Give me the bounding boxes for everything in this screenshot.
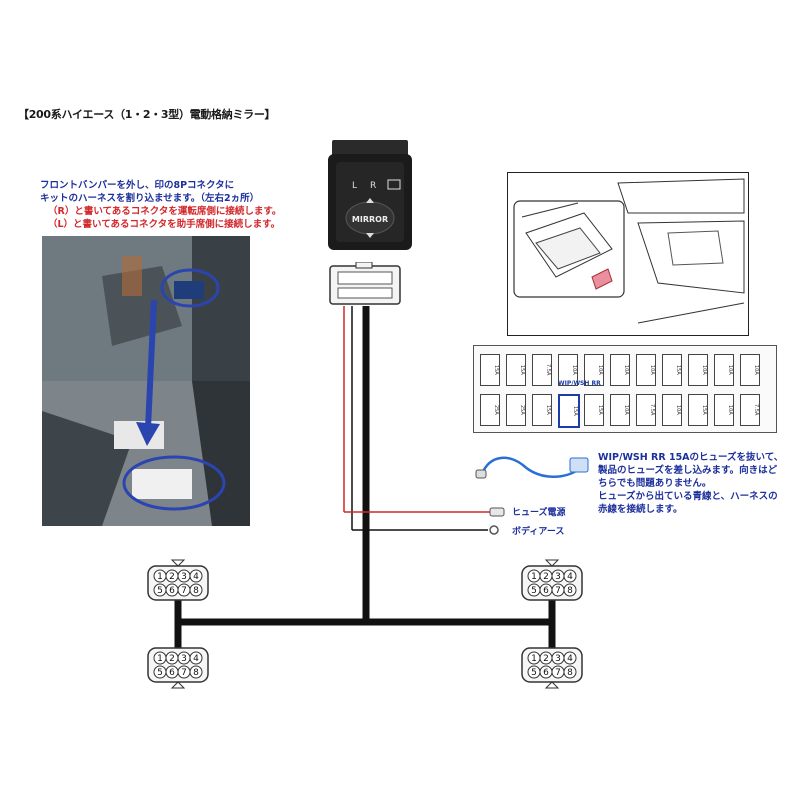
fuse-cell: 10A	[714, 394, 734, 426]
fuse-tap-illustration	[475, 456, 589, 479]
earth-terminal	[489, 525, 499, 535]
fuse-body	[569, 457, 589, 473]
pin-8: 8	[567, 586, 573, 596]
pin-5: 5	[531, 586, 537, 596]
connector-right-bottom: 1 2 3 4 5 6 7 8	[521, 647, 583, 689]
switch-label-r: R	[370, 181, 376, 191]
pin-6: 6	[543, 668, 549, 678]
pins-right-bottom: 1 2 3 4 5 6 7 8	[527, 651, 577, 679]
pin-2: 2	[543, 572, 549, 582]
instruction-line-1: フロントバンパーを外し、印の8Pコネクタに	[40, 180, 235, 191]
fuse-cell: 10A	[610, 354, 630, 386]
fuse-instruction-line-2: 製品のヒューズを差し込みます。向きはど	[598, 465, 778, 476]
fuse-highlighted: 15A	[558, 394, 580, 428]
connector-left-bottom: 1 2 3 4 5 6 7 8	[147, 647, 209, 689]
pin-1: 1	[531, 654, 537, 664]
blue-wire	[480, 456, 581, 478]
pin-5: 5	[531, 668, 537, 678]
connector-left-top: 1 2 3 4 5 6 7 8	[147, 559, 209, 601]
pin-1: 1	[157, 654, 163, 664]
switch-label-l: L	[352, 181, 357, 191]
fuse-highlight-label: WIP/WSH RR	[558, 380, 601, 387]
mirror-switch: L R MIRROR	[326, 136, 416, 270]
pin-6: 6	[169, 586, 175, 596]
pin-2: 2	[169, 654, 175, 664]
pin-3: 3	[555, 654, 561, 664]
fuse-cell: 10A	[610, 394, 630, 426]
pin-4: 4	[567, 654, 573, 664]
fuse-cell: 10A	[558, 354, 578, 386]
instruction-line-4: （L）と書いてあるコネクタを助手席側に接続します。	[48, 219, 281, 230]
pin-7: 7	[181, 668, 187, 678]
pin-7: 7	[181, 586, 187, 596]
fuse-cell: 7.5A	[740, 394, 760, 426]
fuse-cell: 15A	[662, 354, 682, 386]
bumper-photo-top-illustration	[42, 236, 250, 381]
fuse-cell: 7.5A	[532, 354, 552, 386]
pin-5: 5	[157, 668, 163, 678]
pin-1: 1	[531, 572, 537, 582]
pin-1: 1	[157, 572, 163, 582]
fuse-instruction-line-5: 赤線を接続します。	[598, 504, 683, 515]
dashboard-illustration	[507, 172, 749, 336]
pin-2: 2	[543, 654, 549, 664]
pin-5: 5	[157, 586, 163, 596]
pin-8: 8	[567, 668, 573, 678]
wire-end-terminal	[475, 469, 487, 479]
fuse-cell: 10A	[714, 354, 734, 386]
fuse-cell: 15A	[506, 354, 526, 386]
instruction-line-3: （R）と書いてあるコネクタを運転席側に接続します。	[48, 206, 282, 217]
pin-7: 7	[555, 668, 561, 678]
pin-6: 6	[169, 668, 175, 678]
fuse-instruction-line-1: WIP/WSH RR 15Aのヒューズを抜いて、	[598, 452, 784, 463]
fuse-cell: 10A	[584, 354, 604, 386]
pin-3: 3	[555, 572, 561, 582]
fuse-cell: 10A	[636, 354, 656, 386]
pin-4: 4	[193, 654, 199, 664]
fuse-power-terminal	[489, 507, 505, 517]
pin-4: 4	[567, 572, 573, 582]
fuse-instruction-line-4: ヒューズから出ている青線と、ハーネスの	[598, 491, 778, 502]
fuse-cell: 25A	[480, 394, 500, 426]
switch-connector	[329, 262, 401, 305]
pin-7: 7	[555, 586, 561, 596]
fuse-cell: 10A	[688, 354, 708, 386]
fuse-cell: 10A	[662, 394, 682, 426]
pin-8: 8	[193, 668, 199, 678]
bumper-photo-bottom	[42, 381, 250, 526]
bumper-photo-top	[42, 236, 250, 381]
switch-label-mirror: MIRROR	[352, 215, 388, 224]
connector-arrow	[136, 300, 160, 446]
mirror-switch-illustration: L R MIRROR	[328, 140, 412, 250]
pin-6: 6	[543, 586, 549, 596]
fuse-cell: 15A	[480, 354, 500, 386]
pin-3: 3	[181, 654, 187, 664]
pin-2: 2	[169, 572, 175, 582]
pins-left-top: 1 2 3 4 5 6 7 8	[153, 569, 203, 597]
bumper-photo-bottom-illustration	[42, 381, 250, 526]
fuse-cell: 25A	[506, 394, 526, 426]
dashboard-line-drawing	[513, 178, 745, 324]
fuse-power-label: ヒューズ電源	[512, 508, 566, 518]
body-earth-label: ボディアース	[512, 527, 565, 537]
fuse-instruction-line-3: ちらでも問題ありません。	[598, 478, 712, 489]
pins-right-top: 1 2 3 4 5 6 7 8	[527, 569, 577, 597]
pins-left-bottom: 1 2 3 4 5 6 7 8	[153, 651, 203, 679]
pin-4: 4	[193, 572, 199, 582]
pin-3: 3	[181, 572, 187, 582]
fuse-cell: 7.5A	[636, 394, 656, 426]
fuse-cell: 15A	[688, 394, 708, 426]
fuse-cell: 15A	[584, 394, 604, 426]
pin-8: 8	[193, 586, 199, 596]
fuse-cell: 10A	[740, 354, 760, 386]
instruction-line-2: キットのハーネスを割り込ませます。（左右2ヵ所）	[40, 193, 260, 204]
connector-right-top: 1 2 3 4 5 6 7 8	[521, 559, 583, 601]
fuse-cell: 15A	[532, 394, 552, 426]
page-title: 【200系ハイエース（1・2・3型）電動格納ミラー】	[18, 108, 276, 121]
